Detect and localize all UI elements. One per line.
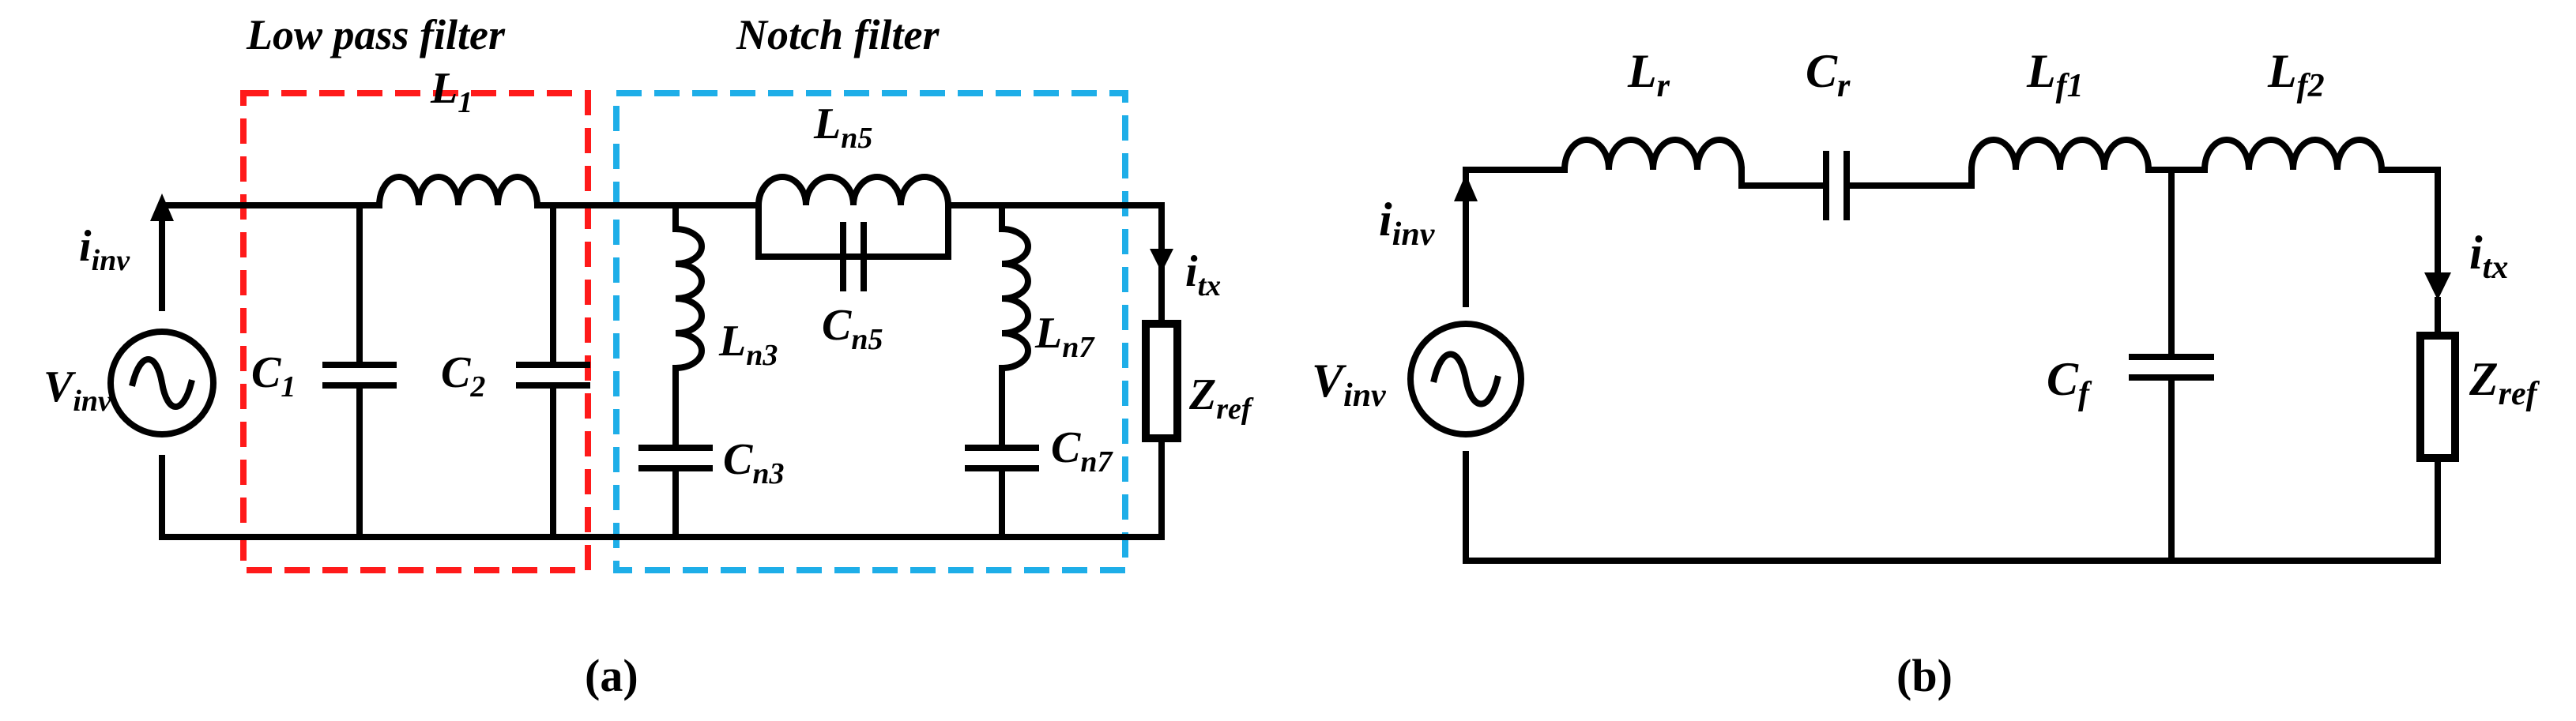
label-Cf: Cf — [2047, 353, 2092, 412]
label-Cn5: Cn5 — [822, 301, 883, 356]
ac-sine-icon-b — [1430, 351, 1501, 407]
Lr-Cr-wire — [1738, 167, 1829, 189]
inductor-Ln7 — [998, 225, 1031, 372]
inductor-L1 — [375, 174, 541, 209]
lowpass-filter-box — [240, 90, 591, 573]
label-C1: C1 — [251, 348, 296, 404]
capacitor-Cn5 — [840, 222, 867, 291]
label-L1: L1 — [430, 64, 473, 119]
caption-b: (b) — [1896, 650, 1953, 701]
panel-b: iinv Vinv Lr Cr Lf1 Lf2 Cf itx Zref (b) — [1312, 45, 2540, 701]
label-V-inv-a: Vinv — [43, 362, 112, 418]
label-Ln7: Ln7 — [1034, 309, 1095, 364]
inductor-Ln5 — [755, 174, 952, 209]
panel-a: Low pass filter Notch filter — [43, 11, 1254, 701]
capacitor-C2 — [516, 362, 590, 389]
Ln5-parallel-loop — [755, 202, 951, 260]
Cr-Lf1-wire — [1843, 167, 1975, 189]
top-rail-b-right — [2378, 167, 2441, 276]
notch-filter-title: Notch filter — [736, 11, 940, 58]
label-Cr: Cr — [1806, 45, 1851, 104]
label-Cn7: Cn7 — [1051, 423, 1113, 479]
label-Ln3: Ln3 — [718, 317, 778, 372]
label-V-inv-b: Vinv — [1312, 355, 1387, 414]
caption-a: (a) — [585, 650, 638, 701]
capacitor-C1 — [322, 362, 397, 389]
top-rail-right — [945, 202, 1165, 276]
label-Ln5: Ln5 — [813, 100, 872, 155]
label-i-tx-a: itx — [1185, 247, 1221, 302]
impedance-Zref-b — [2416, 332, 2459, 462]
label-C2: C2 — [441, 348, 485, 404]
current-arrow-tx-a — [1150, 249, 1173, 272]
capacitor-Cf — [2129, 354, 2214, 381]
label-Lr: Lr — [1627, 45, 1670, 104]
inductor-Lr — [1561, 137, 1746, 174]
label-Z-ref-b: Zref — [2469, 353, 2540, 412]
label-i-inv-b: iinv — [1379, 193, 1436, 253]
capacitor-Cn3 — [638, 445, 713, 471]
capacitor-Cn7 — [965, 445, 1039, 471]
label-i-tx-b: itx — [2469, 227, 2508, 286]
current-arrow-tx-b — [2424, 272, 2451, 300]
label-Cn3: Cn3 — [723, 435, 785, 490]
inductor-Lf2 — [2201, 137, 2386, 174]
label-Lf1: Lf1 — [2026, 45, 2084, 104]
label-i-inv-a: iinv — [79, 222, 130, 277]
label-Lf2: Lf2 — [2267, 45, 2325, 104]
impedance-Zref-a — [1142, 320, 1181, 442]
current-arrow-inv-b — [1454, 174, 1478, 201]
inductor-Ln3 — [672, 225, 705, 372]
lowpass-filter-title: Low pass filter — [246, 11, 506, 58]
label-Z-ref-a: Zref — [1188, 370, 1254, 426]
inductor-Lf1 — [1968, 137, 2152, 174]
ac-sine-icon — [129, 356, 195, 410]
